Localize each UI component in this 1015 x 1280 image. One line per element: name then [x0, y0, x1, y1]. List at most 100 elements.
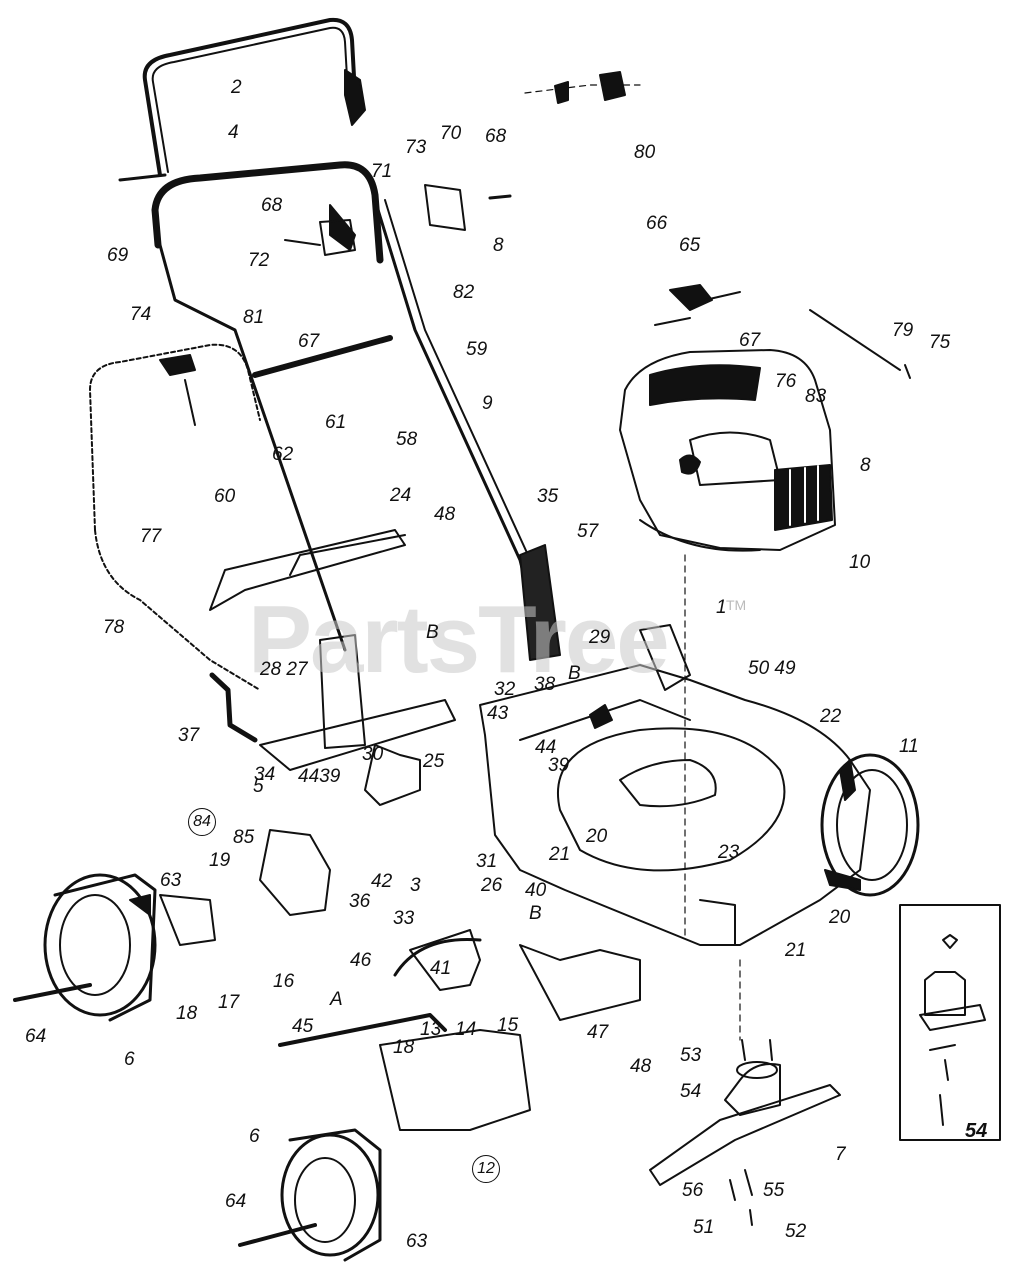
part-label-59: 59 [466, 339, 488, 360]
part-label-10: 10 [849, 552, 871, 573]
part-label-52: 52 [785, 1221, 807, 1242]
part-label-79: 79 [892, 320, 914, 341]
part-label-45: 45 [292, 1016, 314, 1037]
inset-part-label-54: 54 [965, 1120, 988, 1142]
part-label-7: 7 [835, 1144, 846, 1165]
part-label-21: 21 [785, 940, 807, 961]
part-label-55: 55 [763, 1180, 785, 1201]
part-label-65: 65 [679, 235, 701, 256]
part-label-21: 21 [549, 844, 571, 865]
watermark-trademark: TM [726, 597, 747, 613]
part-label-80: 80 [634, 142, 656, 163]
part-label-19: 19 [209, 850, 231, 871]
part-label-20: 20 [829, 907, 851, 928]
height-adjuster-brackets [159, 744, 641, 1131]
part-label-81: 81 [243, 307, 265, 328]
part-label-B: B [529, 903, 542, 924]
grass-bag [89, 343, 406, 743]
part-label-18: 18 [176, 1003, 198, 1024]
part-label-6: 6 [249, 1126, 260, 1147]
part-label-A: A [330, 989, 343, 1010]
wheel-6-lower [238, 1128, 382, 1262]
part-label-70: 70 [440, 123, 462, 144]
part-label-68: 68 [485, 126, 507, 147]
part-label-51: 51 [693, 1217, 715, 1238]
part-label-62: 62 [272, 444, 294, 465]
part-label-47: 47 [587, 1022, 609, 1043]
part-label-16: 16 [273, 971, 295, 992]
part-label-13: 13 [420, 1019, 442, 1040]
part-label-78: 78 [103, 617, 125, 638]
part-label-57: 57 [577, 521, 599, 542]
part-label-24: 24 [390, 485, 412, 506]
part-label-32: 32 [494, 679, 516, 700]
part-label-35: 35 [537, 486, 559, 507]
upper-handle [118, 17, 366, 182]
part-label-71: 71 [371, 161, 393, 182]
part-label-54: 54 [680, 1081, 702, 1102]
part-label-8: 8 [493, 235, 504, 256]
part-label-40: 40 [525, 880, 547, 901]
part-label-42: 42 [371, 871, 393, 892]
part-label-11: 11 [899, 736, 919, 757]
part-label-2: 2 [231, 77, 242, 98]
part-label-5: 5 [253, 776, 264, 797]
part-label-84: 84 [188, 808, 216, 836]
part-label-60: 60 [214, 486, 236, 507]
part-label-31: 31 [476, 851, 498, 872]
part-label-12: 12 [472, 1155, 500, 1183]
part-label-61: 61 [325, 412, 347, 433]
part-label-18: 18 [393, 1037, 415, 1058]
part-label-69: 69 [107, 245, 129, 266]
part-label-29: 29 [589, 627, 611, 648]
part-label-50-49: 50 49 [748, 658, 796, 679]
part-label-73: 73 [405, 137, 427, 158]
part-label-83: 83 [805, 386, 827, 407]
part-label-46: 46 [350, 950, 372, 971]
part-label-30: 30 [362, 744, 384, 765]
part-label-58: 58 [396, 429, 418, 450]
part-label-56: 56 [682, 1180, 704, 1201]
part-label-66: 66 [646, 213, 668, 234]
part-label-8: 8 [860, 455, 871, 476]
part-label-28-27: 28 27 [260, 659, 308, 680]
rear-baffle [259, 544, 561, 771]
part-label-53: 53 [680, 1045, 702, 1066]
part-label-4: 4 [228, 122, 239, 143]
wheel-11 [820, 753, 920, 897]
part-label-9: 9 [482, 393, 493, 414]
part-label-17: 17 [218, 992, 240, 1013]
part-label-39: 39 [548, 755, 570, 776]
part-label-67: 67 [739, 330, 761, 351]
engine [619, 284, 911, 552]
part-label-36: 36 [349, 891, 371, 912]
part-label-74: 74 [130, 304, 152, 325]
part-label-15: 15 [497, 1015, 519, 1036]
part-label-44: 44 [535, 737, 557, 758]
part-label-34: 34 [254, 764, 276, 785]
part-label-41: 41 [430, 958, 452, 979]
part-label-68: 68 [261, 195, 283, 216]
part-label-77: 77 [140, 526, 162, 547]
part-label-72: 72 [248, 250, 270, 271]
part-label-3: 3 [410, 875, 421, 896]
part-label-23: 23 [718, 842, 740, 863]
part-label-48: 48 [630, 1056, 652, 1077]
part-label-67: 67 [298, 331, 320, 352]
part-label-26: 26 [481, 875, 503, 896]
part-label-75: 75 [929, 332, 951, 353]
part-label-1: 1 [716, 597, 727, 618]
part-label-6: 6 [124, 1049, 135, 1070]
part-label-20: 20 [586, 826, 608, 847]
inset-adapter [919, 934, 986, 1126]
part-label-64: 64 [25, 1026, 47, 1047]
part-label-33: 33 [393, 908, 415, 929]
part-label-44-39: 4439 [298, 766, 341, 787]
part-label-82: 82 [453, 282, 475, 303]
part-label-B: B [426, 622, 439, 643]
part-label-25: 25 [423, 751, 445, 772]
inset-box [899, 904, 1001, 1141]
part-label-85: 85 [233, 827, 255, 848]
